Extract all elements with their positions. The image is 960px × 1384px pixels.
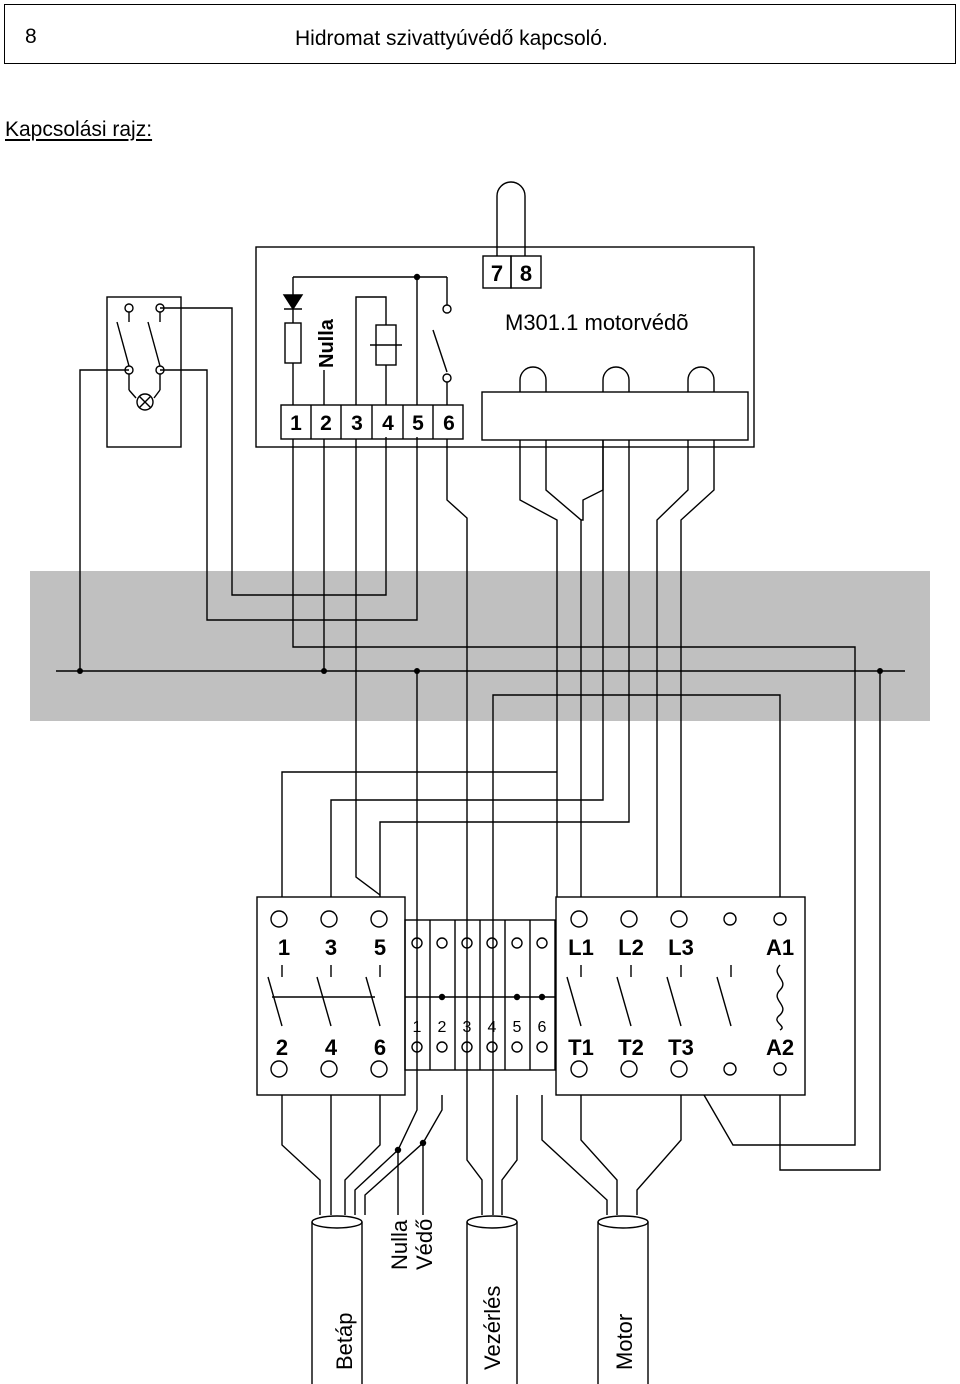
betap-cable — [311, 1222, 363, 1384]
vezerles-cable — [466, 1222, 518, 1384]
lamp-icon — [136, 393, 154, 411]
strip-label-2: 2 — [438, 1019, 447, 1036]
probe-terminal-8: 8 — [520, 261, 532, 286]
protector-wiring — [56, 439, 905, 1171]
protector-terminal-4: 4 — [382, 412, 394, 435]
protector-terminal-labels: 1 2 3 4 5 6 — [290, 412, 455, 435]
motor-protector-box — [255, 181, 755, 448]
junction-dots — [77, 668, 883, 674]
vedo-cable-label: Védő — [412, 1219, 437, 1270]
contactor-label-t1: T1 — [568, 1035, 594, 1060]
main-switch-labels: 1 3 5 2 4 6 — [276, 935, 386, 1060]
motor-cable — [597, 1222, 649, 1384]
protector-terminal-1: 1 — [290, 412, 302, 435]
protector-terminal-2: 2 — [320, 412, 332, 435]
switch-label-3: 3 — [325, 935, 337, 960]
gray-rail-band — [30, 571, 930, 721]
contactor-label-l1: L1 — [568, 935, 594, 960]
probe-terminal-labels: 7 8 — [491, 261, 532, 286]
protector-terminal-6: 6 — [443, 412, 455, 435]
strip-label-5: 5 — [513, 1019, 522, 1036]
bottom-cabling — [281, 1095, 682, 1384]
protector-terminal-5: 5 — [412, 412, 424, 435]
betap-label: Betáp — [332, 1313, 357, 1371]
external-switch-box — [79, 296, 418, 672]
switch-label-2: 2 — [276, 1035, 288, 1060]
contactor-label-l3: L3 — [668, 935, 694, 960]
strip-label-4: 4 — [488, 1019, 497, 1036]
nulla-label: Nulla — [316, 318, 338, 368]
contactor-labels: L1 L2 L3 A1 T1 T2 T3 A2 — [568, 935, 794, 1060]
contactor-box — [555, 896, 806, 1096]
header-box: 8 Hidromat szivattyúvédő kapcsoló. — [4, 4, 956, 64]
terminal-strip-labels: 1 2 3 4 5 6 — [413, 1019, 547, 1036]
page-number: 8 — [25, 25, 37, 48]
protector-terminal-3: 3 — [351, 412, 363, 435]
vezerles-label: Vezérlés — [480, 1286, 505, 1370]
section-heading: Kapcsolási rajz: — [5, 118, 153, 141]
switch-label-1: 1 — [278, 935, 290, 960]
motor-label: Motor — [612, 1314, 637, 1370]
contactor-label-l2: L2 — [618, 935, 644, 960]
cable-labels: Betáp Nulla Védő Vezérlés Motor — [332, 1219, 637, 1370]
contactor-label-t2: T2 — [618, 1035, 644, 1060]
strip-label-3: 3 — [463, 1019, 472, 1036]
main-switch-box — [256, 896, 406, 1096]
strip-label-6: 6 — [538, 1019, 547, 1036]
switch-label-5: 5 — [374, 935, 386, 960]
probe-terminal-7: 7 — [491, 261, 503, 286]
switch-label-6: 6 — [374, 1035, 386, 1060]
terminal-strip — [404, 919, 556, 1071]
document-title: Hidromat szivattyúvédő kapcsoló. — [295, 27, 608, 50]
motor-protector-title: M301.1 motorvédõ — [505, 310, 688, 335]
contactor-label-a2: A2 — [766, 1035, 794, 1060]
contactor-label-a1: A1 — [766, 935, 794, 960]
switch-label-4: 4 — [325, 1035, 338, 1060]
strip-label-1: 1 — [413, 1019, 422, 1036]
contactor-label-t3: T3 — [668, 1035, 694, 1060]
nulla-cable-label: Nulla — [387, 1219, 412, 1270]
